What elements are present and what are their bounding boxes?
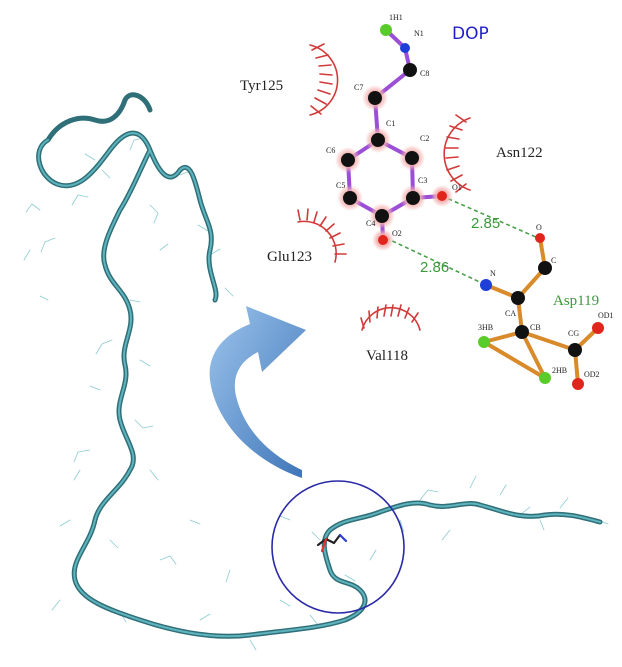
label-c6: C6 [326, 146, 335, 155]
label-c7: C7 [354, 83, 363, 92]
arc-val118 [360, 304, 421, 331]
atom-c3 [406, 191, 420, 205]
label-c4: C4 [366, 219, 375, 228]
hbond-o1-o [441, 195, 539, 239]
label-o1: O1 [452, 183, 462, 192]
atom-cg [568, 343, 582, 357]
label-c8: C8 [420, 69, 429, 78]
atom-c1 [371, 133, 385, 147]
arc-glu123 [297, 208, 347, 263]
atom-od2 [572, 378, 584, 390]
atom-c [538, 261, 552, 275]
arc-tyr125 [309, 43, 339, 116]
atom-cb [515, 325, 529, 339]
label-c1: C1 [386, 119, 395, 128]
label-n1: N1 [414, 29, 424, 38]
label-od2: OD2 [584, 370, 600, 379]
atom-h1 [380, 24, 392, 36]
atom-c8 [403, 63, 417, 77]
label-od1: OD1 [598, 311, 614, 320]
atom-c4 [375, 209, 389, 223]
atom-labels: 1H1 N1 C8 C7 C1 C2 C6 C3 O1 C5 C4 O2 O C… [326, 13, 614, 379]
hbond-label-1: 2.85 [471, 215, 500, 232]
atom-od1 [592, 322, 604, 334]
label-o: O [536, 223, 542, 232]
protein-backbone [23, 92, 609, 651]
side-chains [23, 137, 609, 651]
hbond-o2-n [385, 237, 487, 286]
atom-o2 [378, 235, 388, 245]
ligand-name: DOP [452, 24, 489, 44]
hydrogen-bonds [385, 195, 539, 286]
atom-2hb [539, 372, 551, 384]
label-2hb: 2HB [552, 366, 567, 375]
label-c2: C2 [420, 134, 429, 143]
residue-val118: Val118 [366, 348, 408, 364]
zoom-arrow [209, 306, 306, 478]
residue-asp119: Asp119 [553, 293, 599, 309]
atom-c2 [405, 151, 419, 165]
atoms [335, 24, 604, 390]
label-c5: C5 [336, 181, 345, 190]
backbone-trace [36, 92, 603, 639]
residue-glu123: Glu123 [267, 249, 312, 265]
atom-3hb [478, 336, 490, 348]
atom-ca [511, 291, 525, 305]
binding-site-circle [271, 480, 405, 614]
residue-asn122: Asn122 [496, 145, 543, 161]
atom-c6 [341, 153, 355, 167]
bound-ligand-stick [316, 533, 348, 553]
atom-o1 [437, 191, 447, 201]
residue-tyr125: Tyr125 [240, 78, 283, 94]
atom-o [535, 233, 545, 243]
label-n: N [490, 269, 496, 278]
label-c: C [551, 256, 556, 265]
hbond-label-2: 2.86 [420, 259, 449, 276]
label-c3: C3 [418, 176, 427, 185]
atom-n1 [400, 43, 410, 53]
atom-n [480, 279, 492, 291]
label-o2: O2 [392, 229, 402, 238]
atom-c7 [368, 91, 382, 105]
atom-c5 [343, 191, 357, 205]
label-3hb: 3HB [478, 323, 493, 332]
hydrophobic-arcs [297, 43, 471, 331]
label-cb: CB [530, 323, 541, 332]
residue-bonds [482, 236, 600, 386]
label-cg: CG [568, 329, 579, 338]
label-ca: CA [505, 309, 516, 318]
arc-asn122 [443, 114, 471, 193]
label-1h1: 1H1 [389, 13, 403, 22]
